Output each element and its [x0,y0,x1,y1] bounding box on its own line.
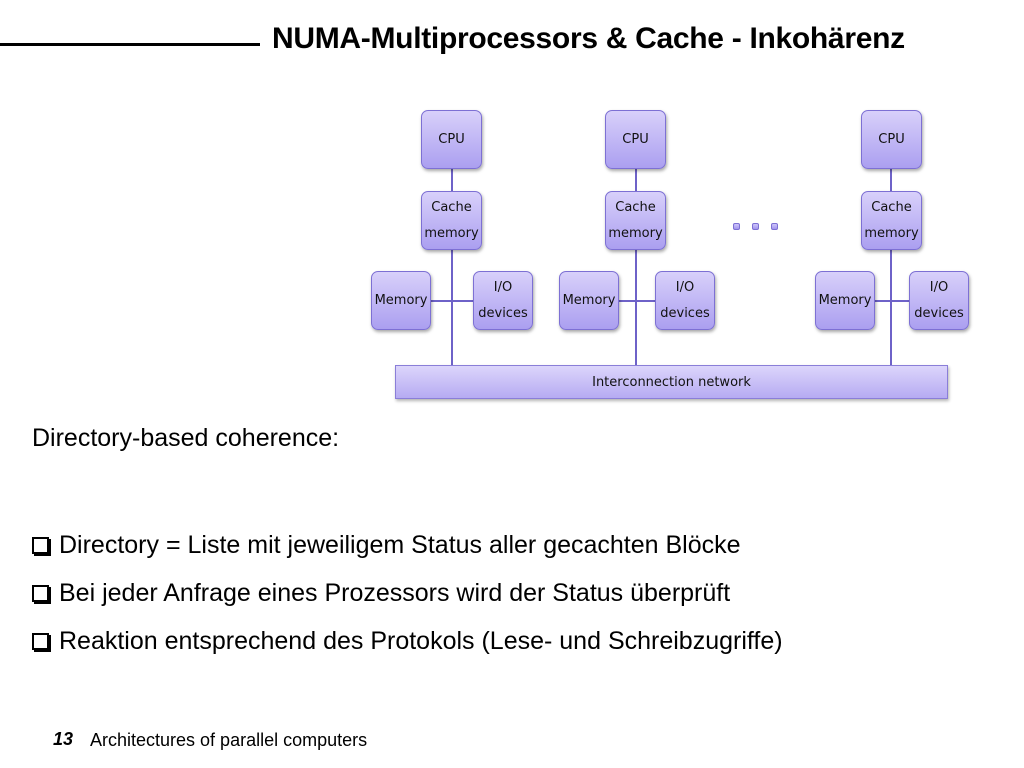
memory-box: Memory [559,271,619,330]
checkbox-bullet-icon [32,584,49,602]
cpu-cache-wire [635,168,637,192]
ellipsis-dot [771,223,778,230]
page-number: 13 [53,729,74,749]
checkbox-bullet-icon [32,632,49,650]
cpu-cache-wire [890,168,892,192]
ellipsis-dot [752,223,759,230]
intro-text: Directory-based coherence: [32,424,340,452]
title-rule [0,43,260,46]
cache-network-wire [890,250,892,366]
bullet-item: Reaktion entsprechend des Protokols (Les… [32,617,783,665]
memory-io-wire [874,300,910,302]
memory-io-wire [430,300,474,302]
cpu-box: CPU [605,110,666,169]
checkbox-bullet-icon [32,536,49,554]
memory-box: Memory [815,271,875,330]
bullet-item: Directory = Liste mit jeweiligem Status … [32,521,783,569]
bullet-list: Directory = Liste mit jeweiligem Status … [32,521,783,665]
bullet-text: Directory = Liste mit jeweiligem Status … [59,530,741,559]
memory-io-wire [618,300,656,302]
cpu-box: CPU [861,110,922,169]
cache-network-wire [451,250,453,366]
bullet-item: Bei jeder Anfrage eines Prozessors wird … [32,569,783,617]
cpu-cache-wire [451,168,453,192]
cpu-box: CPU [421,110,482,169]
bullet-text: Reaktion entsprechend des Protokols (Les… [59,626,783,655]
ellipsis-dot [733,223,740,230]
memory-box: Memory [371,271,431,330]
footer-text: Architectures of parallel computers [90,730,368,750]
interconnection-network-bar: Interconnection network [395,365,948,399]
bullet-text: Bei jeder Anfrage eines Prozessors wird … [59,578,731,607]
slide-title: NUMA-Multiprocessors & Cache - Inkohären… [272,22,905,55]
cache-network-wire [635,250,637,366]
